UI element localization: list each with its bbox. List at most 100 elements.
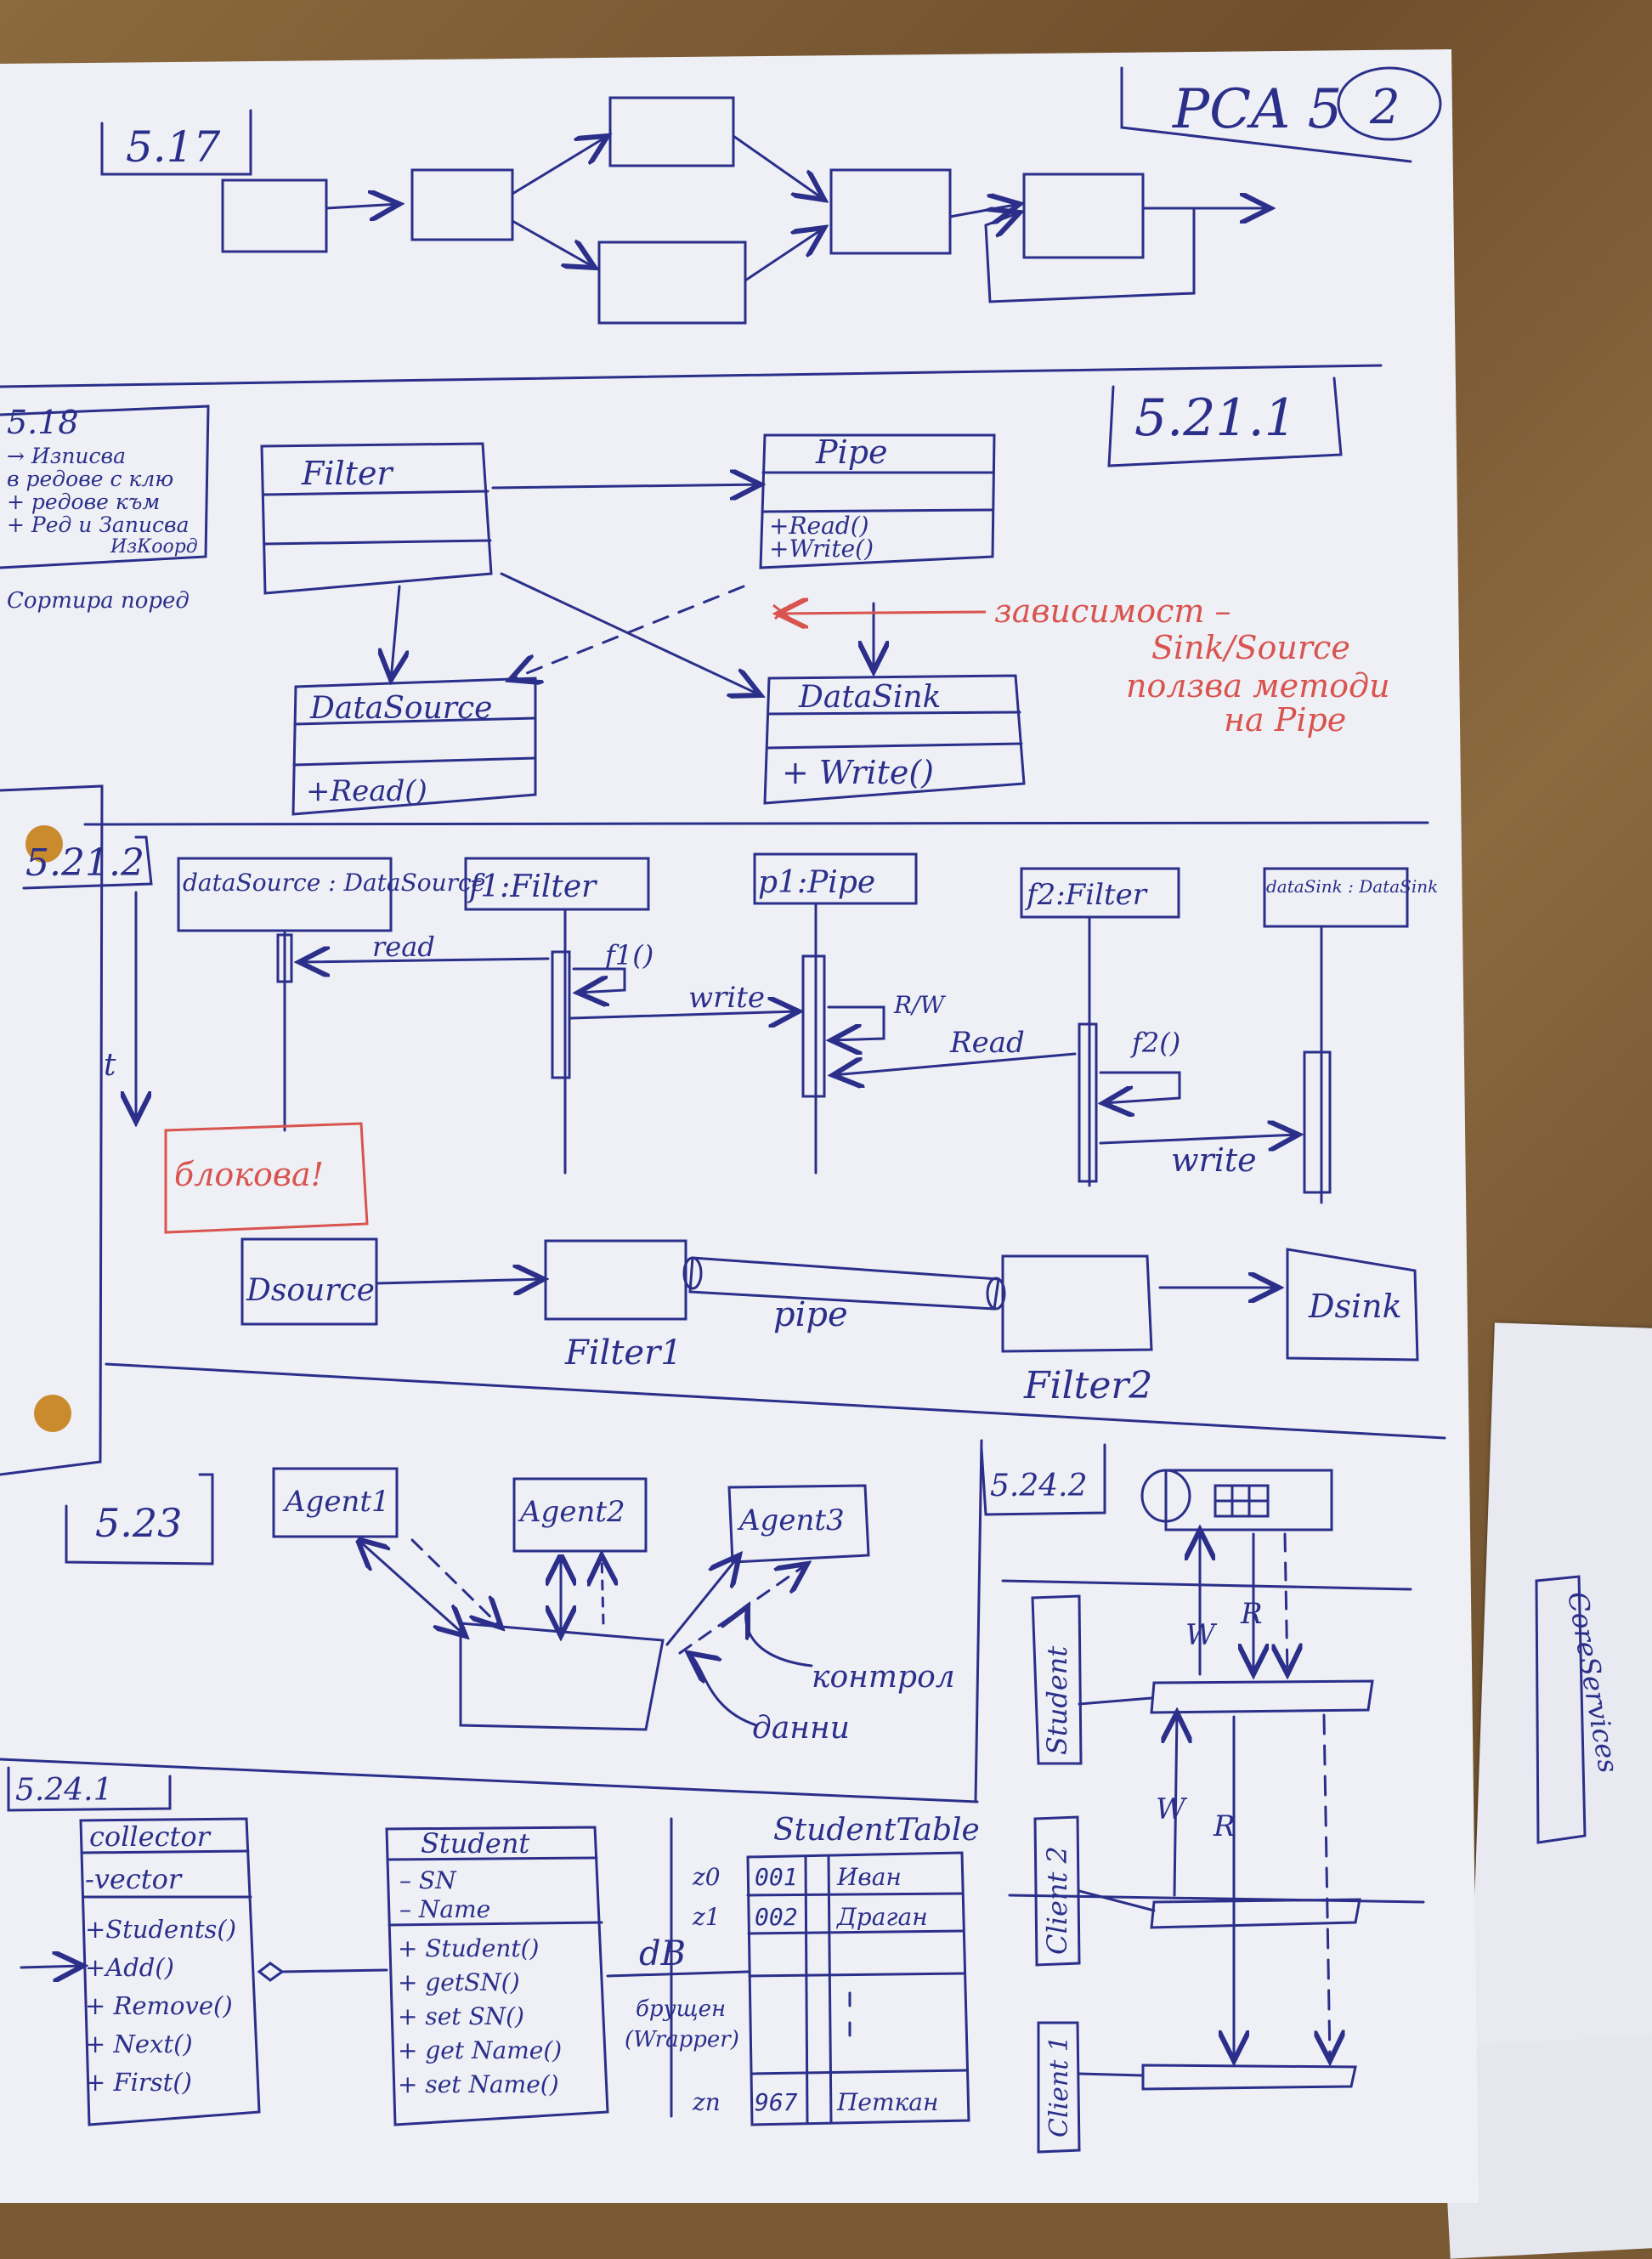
side-sheet-component (1535, 1575, 1587, 1844)
db-label: dB (639, 1934, 686, 1973)
student-op-2: + getSN() (398, 1968, 520, 1996)
collector-op-5: + First() (85, 2068, 192, 2097)
s5211-pipe-class (759, 433, 996, 569)
table-row-2-sn: 002 (755, 1903, 798, 1931)
table-row-n-sn: 967 (755, 2088, 798, 2116)
agent-3: Agent3 (737, 1503, 845, 1537)
collector-op-3: + Remove() (85, 1991, 233, 2020)
corner-number: 2 (1369, 80, 1400, 135)
blocking-note: блокова! (174, 1156, 324, 1193)
s5211-datasource-class (291, 677, 537, 816)
pipe-op-write: +Write() (769, 535, 874, 563)
collector-name: collector (89, 1820, 212, 1853)
s5242-deployment (1001, 1469, 1425, 2154)
student-op-3: + set SN() (398, 2002, 524, 2030)
s5241-number: 5.24.1 (15, 1773, 113, 1808)
lifeline-f1: f1:Filter (467, 869, 597, 904)
s5212-lifelines (283, 902, 1323, 1204)
arrow-w-top: W (1185, 1618, 1218, 1652)
table-row-2-key: z1 (692, 1903, 721, 1931)
student-attr-name: – Name (399, 1895, 490, 1923)
lifeline-p1: p1:Pipe (758, 865, 875, 900)
red-note-line-4: на Pipe (1224, 701, 1346, 739)
time-axis-label: t (104, 1048, 116, 1083)
collector-op-1: +Students() (85, 1915, 236, 1944)
pipe-op-read: +Read() (769, 512, 869, 540)
student-op-4: + get Name() (398, 2036, 562, 2064)
red-note-line-2: Sink/Source (1151, 629, 1350, 666)
pipeline-filter1: Filter1 (564, 1333, 682, 1373)
binder-hole-bottom (34, 1395, 71, 1432)
red-annotations (164, 605, 987, 1234)
table-row-n-name: Петкан (836, 2088, 938, 2116)
table-row-1-sn: 001 (755, 1863, 798, 1891)
datasink-class-name: DataSink (798, 680, 941, 715)
s5241-student-table (746, 1851, 970, 2126)
arrow-r-top: R (1240, 1597, 1263, 1631)
client-1: Client 1 (1044, 2035, 1074, 2137)
s5242-number: 5.24.2 (990, 1469, 1088, 1503)
s5212-number: 5.21.2 (25, 841, 144, 885)
agent-2: Agent2 (518, 1495, 625, 1529)
collector-op-4: + Next() (85, 2030, 193, 2058)
s518-number: 5.18 (7, 404, 79, 441)
msg-write-1: write (688, 981, 765, 1015)
side-sheet-label: CoreServices (1561, 1589, 1625, 1775)
label-data: данни (752, 1711, 850, 1746)
pipe-class-name: Pipe (815, 433, 888, 471)
s518-note-3: + редове към (7, 490, 160, 514)
msg-rw: R/W (893, 991, 947, 1019)
table-row-2-name: Драган (835, 1903, 928, 1931)
s517-number-frame (100, 109, 252, 176)
student-op-1: + Student() (398, 1934, 539, 1962)
binder-hole-top (25, 825, 63, 863)
filter-class-name: Filter (301, 455, 394, 492)
pipeline-dsink: Dsink (1308, 1288, 1402, 1325)
lifeline-datasource: dataSource : DataSource (183, 869, 485, 897)
s518-note-4: + Ред и Записва (7, 512, 190, 537)
corner-label: PCA 5 (1172, 78, 1342, 141)
s517-number: 5.17 (126, 122, 221, 172)
s518-note-2: в редове с клю (7, 467, 173, 491)
pipeline-filter2: Filter2 (1023, 1364, 1152, 1407)
student-op-5: + set Name() (398, 2070, 559, 2098)
s5241-student-class (385, 1826, 609, 2126)
datasource-class-name: DataSource (309, 691, 492, 726)
s5212-pipeline (240, 1237, 1419, 1362)
notebook-page: PCA 5 2 5.17 5.18 → Изписва в редове с к… (0, 49, 1625, 2203)
paper-sheet (0, 49, 1479, 2203)
agent-1: Agent1 (282, 1485, 390, 1519)
msg-f1: f1() (603, 939, 653, 971)
student-name: Student (421, 1827, 529, 1860)
msg-read-2: Read (949, 1026, 1025, 1060)
s5211-number: 5.21.1 (1134, 388, 1297, 448)
arrow-r-bottom: R (1213, 1809, 1236, 1843)
s518-note-6: Сортира поред (7, 588, 190, 614)
s518-note-1: → Изписва (7, 444, 126, 468)
s523-agents (272, 1467, 870, 1731)
collector-op-2: +Add() (85, 1953, 174, 1982)
msg-read-1: read (372, 931, 435, 963)
lifeline-f2: f2:Filter (1024, 878, 1148, 912)
student-attr-sn: – SN (399, 1866, 457, 1894)
msg-f2: f2() (1130, 1027, 1180, 1059)
s517-flow (221, 96, 1270, 325)
client-2: Client 2 (1041, 1846, 1073, 1955)
lifeline-datasink: dataSink : DataSink (1266, 876, 1438, 897)
pipeline-dsource: Dsource (246, 1273, 375, 1308)
s523-number: 5.23 (95, 1500, 182, 1546)
s518-note-5: ИзКоорд (110, 536, 198, 558)
collector-attr: -vector (85, 1863, 183, 1895)
s5241-collector-class (79, 1817, 261, 2126)
table-row-1-key: z0 (692, 1863, 721, 1891)
pipeline-pipe: pipe (773, 1295, 848, 1334)
red-note-line-3: ползва методи (1126, 667, 1390, 705)
s5211-filter-class (260, 442, 493, 595)
table-row-n-key: zn (692, 2088, 721, 2116)
wrapper-label-1: брущен (636, 1996, 726, 2022)
datasink-op-write: + Write() (782, 754, 934, 791)
wrapper-label-2: (Wrapper) (625, 2027, 739, 2052)
datasource-op-read: +Read() (306, 774, 427, 808)
s5211-datasink-class (763, 674, 1026, 805)
table-title: StudentTable (773, 1813, 980, 1848)
